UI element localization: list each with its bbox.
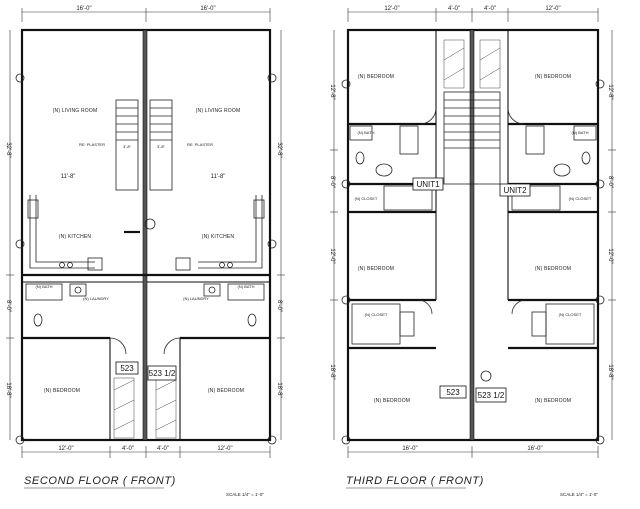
tf-dim-side-4: 18'-8" (329, 364, 335, 379)
mid-dim-right: 11'-8" (211, 174, 226, 180)
room-laundry-right: (N) LAUNDRY (183, 296, 209, 301)
room-bath-left: (N) BATH (35, 284, 52, 289)
second-floor-dims-top: 16'-0" 16'-0" (21, 6, 271, 22)
dim-side-2: 8'-0" (5, 300, 11, 312)
unit-tag-523-second: 523 (120, 364, 134, 373)
tf-room-closet-right: (N) CLOSET (569, 196, 592, 201)
room-kitchen-right: (N) KITCHEN (202, 234, 235, 240)
tf-room-bed3-left: (N) BEDROOM (374, 398, 410, 404)
third-floor-dims-top: 12'-0" 4'-0" 4'-0" 12'-0" (347, 6, 599, 22)
third-floor-unit-labels: UNIT1 UNIT2 (412, 177, 531, 197)
tf-room-bed1-right: (N) BEDROOM (535, 74, 571, 80)
third-floor-party-wall (469, 29, 475, 441)
second-floor-bath-fixtures (25, 283, 265, 355)
second-floor-stairs: 3'-8" 3'-8" (115, 99, 173, 191)
dim-top-2: 16'-0" (200, 6, 215, 12)
second-floor-plan: 16'-0" 16'-0" 32'-8" 8'-0" 18'-8" 32'-8"… (5, 6, 285, 458)
plaster-note-left: RE: PLASTER (79, 142, 105, 147)
second-floor-unit-tags: 523 523 1/2 (115, 361, 177, 381)
dim-top-1: 16'-0" (76, 6, 91, 12)
third-floor-title: THIRD FLOOR ( FRONT) (346, 475, 484, 487)
tf-dim-bottom-2: 16'-0" (527, 446, 542, 452)
tf-dim-top-3: 4'-0" (484, 6, 496, 12)
room-bedroom-right: (N) BEDROOM (208, 388, 244, 394)
tf-dim-side-2: 8'-0" (329, 176, 335, 188)
plaster-note-right: RE: PLASTER (187, 142, 213, 147)
tf-dim-side-3: 12'-0" (329, 248, 335, 263)
third-floor-unit-tags: 523 523 1/2 (439, 385, 507, 403)
mid-dim-left: 11'-8" (61, 174, 76, 180)
tf-room-bed1-left: (N) BEDROOM (358, 74, 394, 80)
tf-dim-side-3-right: 12'-0" (607, 248, 613, 263)
second-floor-kitchen-counters (27, 195, 265, 271)
room-living-left: (N) LIVING ROOM (53, 108, 98, 114)
unit-tag-523-half-third: 523 1/2 (478, 391, 505, 400)
stair-dim-left: 3'-8" (123, 144, 132, 149)
tf-dim-side-2-right: 8'-0" (607, 176, 613, 188)
dim-bottom-1: 12'-0" (58, 446, 73, 452)
third-floor-stairs (419, 91, 525, 185)
third-floor-hatch-blocks (383, 39, 561, 211)
tf-dim-side-1-right: 12'-8" (607, 84, 613, 99)
second-floor-markers (15, 73, 277, 445)
dim-side-2-right: 8'-0" (276, 300, 282, 312)
dim-side-3: 18'-8" (5, 382, 11, 397)
dim-bottom-3: 4'-0" (157, 446, 169, 452)
tf-room-bed2-left: (N) BEDROOM (358, 266, 394, 272)
tf-room-bath-left: (N) BATH (357, 130, 374, 135)
tf-dim-top-4: 12'-0" (545, 6, 560, 12)
unit-label-2: UNIT2 (503, 186, 527, 195)
room-bedroom-left: (N) BEDROOM (44, 388, 80, 394)
third-floor-bath-fixtures (349, 125, 597, 345)
second-floor-title: SECOND FLOOR ( FRONT) (24, 475, 176, 487)
unit-tag-523-third: 523 (446, 388, 460, 397)
third-floor-plan: 12'-0" 4'-0" 4'-0" 12'-0" 12'-8" 8'-0" 1… (329, 6, 616, 458)
unit-tag-523-half-second: 523 1/2 (149, 369, 176, 378)
room-bath-right: (N) BATH (237, 284, 254, 289)
tf-room-closet2-right: (N) CLOSET (559, 312, 582, 317)
dim-side-3-right: 18'-8" (276, 382, 282, 397)
dim-bottom-2: 4'-0" (122, 446, 134, 452)
room-kitchen-left: (N) KITCHEN (59, 234, 92, 240)
second-floor-dims-side: 32'-8" 8'-0" 18'-8" 32'-8" 8'-0" 18'-8" (5, 30, 285, 440)
tf-dim-top-1: 12'-0" (384, 6, 399, 12)
tf-room-bath-right: (N) BATH (571, 130, 588, 135)
tf-room-bed3-right: (N) BEDROOM (535, 398, 571, 404)
dim-bottom-4: 12'-0" (217, 446, 232, 452)
tf-room-closet2-left: (N) CLOSET (365, 312, 388, 317)
room-laundry-left: (N) LAUNDRY (83, 296, 109, 301)
second-floor-dims-bottom: 12'-0" 4'-0" 4'-0" 12'-0" (21, 446, 271, 458)
third-floor-dims-side: 12'-8" 8'-0" 12'-0" 18'-8" 12'-8" 8'-0" … (329, 30, 616, 440)
second-floor-scale: SCALE 1/4" = 1'-0" (226, 492, 264, 497)
room-living-right: (N) LIVING ROOM (196, 108, 241, 114)
second-floor-party-wall (142, 29, 148, 441)
tf-dim-top-2: 4'-0" (448, 6, 460, 12)
dim-side-1: 32'-8" (5, 142, 11, 157)
tf-room-closet-left: (N) CLOSET (355, 196, 378, 201)
tf-dim-bottom-1: 16'-0" (402, 446, 417, 452)
unit-label-1: UNIT1 (416, 180, 440, 189)
sheet-titles: SECOND FLOOR ( FRONT) SCALE 1/4" = 1'-0"… (24, 475, 598, 497)
tf-dim-side-4-right: 18'-8" (607, 364, 613, 379)
tf-dim-side-1: 12'-8" (329, 84, 335, 99)
third-floor-dims-bottom: 16'-0" 16'-0" (347, 446, 599, 458)
tf-room-bed2-right: (N) BEDROOM (535, 266, 571, 272)
stair-dim-right: 3'-8" (157, 144, 166, 149)
third-floor-markers (341, 79, 605, 445)
dim-side-1-right: 32'-8" (276, 142, 282, 157)
third-floor-scale: SCALE 1/4" = 1'-0" (560, 492, 598, 497)
